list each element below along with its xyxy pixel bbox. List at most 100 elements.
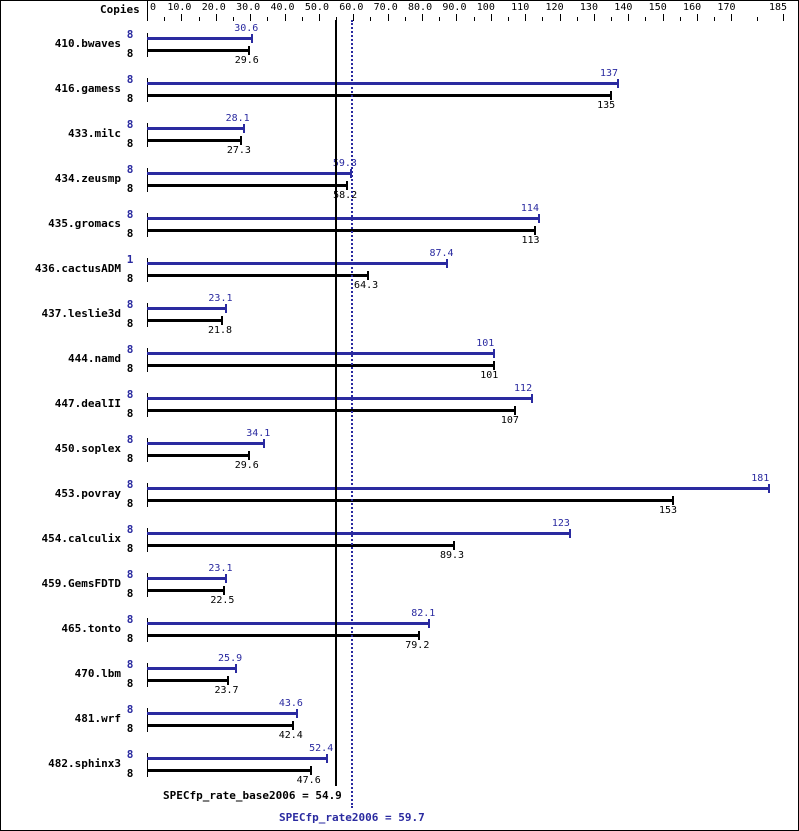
base-value: 113 xyxy=(521,235,540,246)
major-tick xyxy=(731,14,733,21)
benchmark-label: 416.gamess xyxy=(54,82,121,95)
major-tick xyxy=(215,14,217,21)
base-value: 135 xyxy=(597,100,616,111)
base-bar xyxy=(147,49,249,52)
peak-value: 123 xyxy=(551,518,570,529)
row-axis-line xyxy=(147,483,148,507)
row-axis-line xyxy=(147,123,148,147)
base-bar-end xyxy=(247,451,250,460)
minor-tick xyxy=(507,17,509,21)
tick-label: 110 xyxy=(511,2,530,13)
base-bar xyxy=(147,184,348,187)
tick-label: 185 xyxy=(769,2,788,13)
benchmark-label: 433.milc xyxy=(68,127,121,140)
base-value: 64.3 xyxy=(354,280,379,291)
base-copies: 8 xyxy=(126,452,134,465)
base-bar xyxy=(147,499,673,502)
base-summary-label: SPECfp_rate_base2006 = 54.9 xyxy=(163,789,342,802)
tick-label: 50.0 xyxy=(304,2,329,13)
tick-label: 160 xyxy=(683,2,702,13)
peak-bar xyxy=(147,217,539,220)
peak-value: 82.1 xyxy=(411,608,436,619)
row-axis-line xyxy=(147,303,148,327)
base-copies: 8 xyxy=(126,632,134,645)
peak-bar-end xyxy=(768,484,771,493)
tick-label: 120 xyxy=(545,2,564,13)
peak-value: 30.6 xyxy=(234,23,259,34)
base-bar xyxy=(147,94,612,97)
peak-value: 34.1 xyxy=(246,428,271,439)
base-copies: 8 xyxy=(126,722,134,735)
row-axis-line xyxy=(147,528,148,552)
base-copies: 8 xyxy=(126,767,134,780)
row-axis-line xyxy=(147,348,148,372)
base-value: 29.6 xyxy=(234,55,259,66)
base-copies: 8 xyxy=(126,497,134,510)
row-axis-line xyxy=(147,573,148,597)
peak-copies: 8 xyxy=(126,118,134,131)
base-bar-end xyxy=(220,316,223,325)
peak-copies: 8 xyxy=(126,658,134,671)
row-axis-line xyxy=(147,618,148,642)
major-tick xyxy=(387,14,389,21)
benchmark-label: 410.bwaves xyxy=(54,37,121,50)
base-bar xyxy=(147,544,454,547)
peak-bar xyxy=(147,37,253,40)
peak-value: 28.1 xyxy=(225,113,250,124)
tick-label: 0 xyxy=(150,2,157,13)
major-tick xyxy=(353,14,355,21)
major-tick xyxy=(490,14,492,21)
peak-copies: 8 xyxy=(126,703,134,716)
base-bar xyxy=(147,409,515,412)
peak-bar-end xyxy=(225,304,228,313)
peak-copies: 8 xyxy=(126,478,134,491)
base-bar-end xyxy=(367,271,370,280)
base-copies: 8 xyxy=(126,587,134,600)
peak-bar xyxy=(147,82,618,85)
base-bar xyxy=(147,589,225,592)
base-bar-end xyxy=(291,721,294,730)
base-bar-end xyxy=(418,631,421,640)
minor-tick xyxy=(164,17,166,21)
minor-tick xyxy=(301,17,303,21)
base-copies: 8 xyxy=(126,317,134,330)
base-bar-end xyxy=(452,541,455,550)
peak-bar-end xyxy=(242,124,245,133)
base-value: 22.5 xyxy=(210,595,235,606)
tick-label: 70.0 xyxy=(373,2,398,13)
peak-bar-end xyxy=(235,664,238,673)
base-bar xyxy=(147,454,249,457)
major-tick xyxy=(250,14,252,21)
peak-reference-line xyxy=(351,20,354,808)
peak-bar xyxy=(147,712,297,715)
peak-value: 23.1 xyxy=(208,563,233,574)
row-axis-line xyxy=(147,168,148,192)
peak-copies: 8 xyxy=(126,208,134,221)
minor-tick xyxy=(232,17,234,21)
major-tick xyxy=(318,14,320,21)
base-copies: 8 xyxy=(126,47,134,60)
row-axis-line xyxy=(147,708,148,732)
peak-bar-end xyxy=(295,709,298,718)
major-tick xyxy=(697,14,699,21)
peak-bar-end xyxy=(616,79,619,88)
peak-value: 114 xyxy=(520,203,539,214)
minor-tick xyxy=(645,17,647,21)
benchmark-label: 453.povray xyxy=(54,487,121,500)
peak-bar-end xyxy=(537,214,540,223)
row-axis-line xyxy=(147,78,148,102)
peak-bar-end xyxy=(326,754,329,763)
peak-copies: 8 xyxy=(126,28,134,41)
peak-copies: 8 xyxy=(126,523,134,536)
peak-copies: 8 xyxy=(126,163,134,176)
major-tick xyxy=(559,14,561,21)
base-copies: 8 xyxy=(126,182,134,195)
base-value: 21.8 xyxy=(207,325,233,336)
base-value: 29.6 xyxy=(234,460,259,471)
peak-bar xyxy=(147,532,570,535)
base-bar xyxy=(147,769,311,772)
tick-label: 100 xyxy=(476,2,495,13)
base-bar-end xyxy=(346,181,349,190)
major-tick xyxy=(422,14,424,21)
